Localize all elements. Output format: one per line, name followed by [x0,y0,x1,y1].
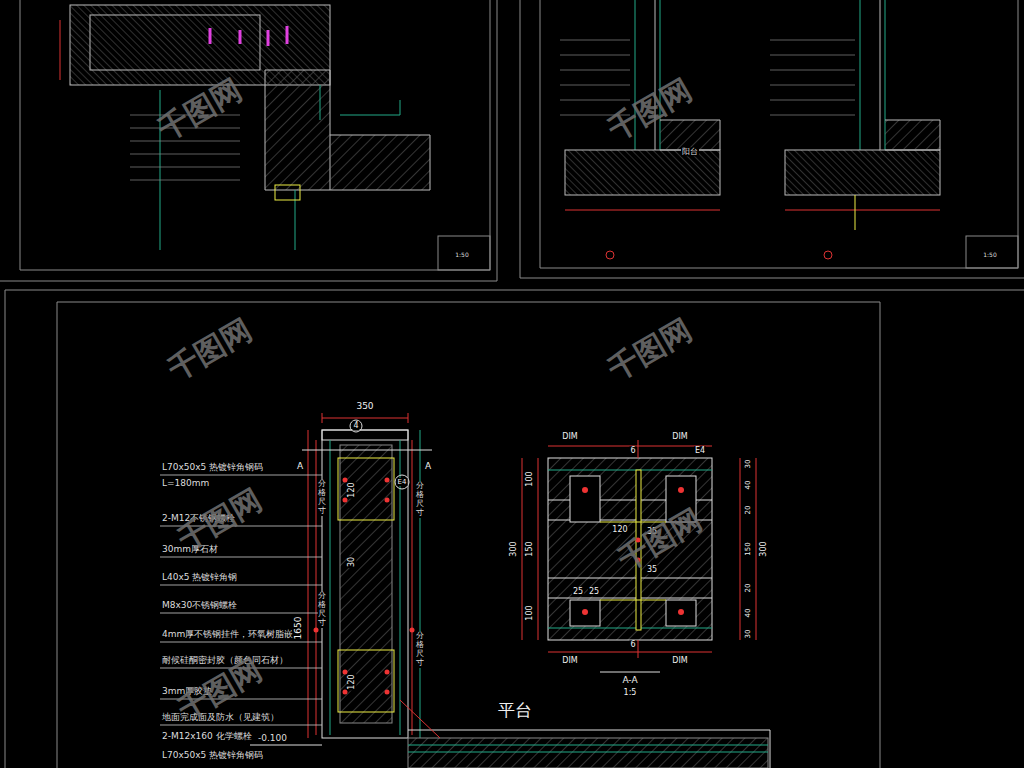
drawing-label: DIM [671,432,688,441]
drawing-label: 6 [629,446,636,455]
annotation-label: L=180mm [162,478,209,488]
drawing-label: 阳台 [681,147,699,156]
dimension-text: 120 [347,481,356,498]
drawing-label: 1:50 [454,252,469,259]
dimension-text: 150 [744,541,752,556]
watermark: 千图网 [162,313,257,388]
dimension-text: 40 [744,480,752,491]
dimension-text: 40 [744,608,752,619]
drawing-label: 350 [355,401,374,411]
dimension-text: 30 [347,556,356,568]
annotation-label: L40x5 热镀锌角钢 [162,572,237,582]
annotation-label: 4mm厚不锈钢挂件，环氧树脂嵌固 [162,629,302,639]
annotation-label: L70x50x5 热镀锌角钢码 [162,750,263,760]
dimension-text: 1650 [293,616,303,641]
annotation-label: 耐候硅酮密封胶（颜色同石材） [162,655,288,665]
drawing-label: A-A [621,675,638,685]
drawing-label: 1:5 [623,688,638,697]
annotation-label: -0.100 [258,733,287,743]
drawing-label: 4 [352,421,359,430]
annotation-label: L70x50x5 热镀锌角钢码 [162,462,263,472]
dimension-text: 20 [744,583,752,594]
drawing-label: E4 [694,446,706,455]
drawing-label: 120 [611,525,628,534]
watermark: 千图网 [172,483,267,558]
dimension-text: 150 [525,540,534,557]
drawing-label: E4 [397,478,408,486]
drawing-label: A [424,461,432,471]
drawing-label: 25 [588,587,600,596]
annotation-label: 2-M12x160 化学螺栓 [162,731,252,741]
annotation-label: 地面完成面及防水（见建筑） [162,712,279,722]
drawing-label: 6 [629,640,636,649]
drawing-label: 1:50 [982,252,997,259]
dimension-text: 100 [525,604,534,621]
dimension-note: 分格尺寸 [416,632,424,667]
drawing-label: DIM [561,656,578,665]
drawing-label: DIM [561,432,578,441]
dimension-text: 300 [759,540,768,557]
drawing-label: 25 [572,587,584,596]
dimension-text: 30 [744,629,752,640]
drawing-label: DIM [671,656,688,665]
dimension-note: 分格尺寸 [416,482,424,517]
drawing-label: 平台 [497,701,533,721]
dimension-text: 120 [347,673,356,690]
drawing-label: A [296,461,304,471]
dimension-text: 300 [509,540,518,557]
dimension-note: 分格尺寸 [318,592,326,627]
dimension-text: 30 [744,459,752,470]
dimension-text: 20 [744,505,752,516]
dimension-text: 100 [525,470,534,487]
watermark: 千图网 [602,313,697,388]
annotation-label: M8x30不锈钢螺栓 [162,600,237,610]
dimension-note: 分格尺寸 [318,480,326,515]
